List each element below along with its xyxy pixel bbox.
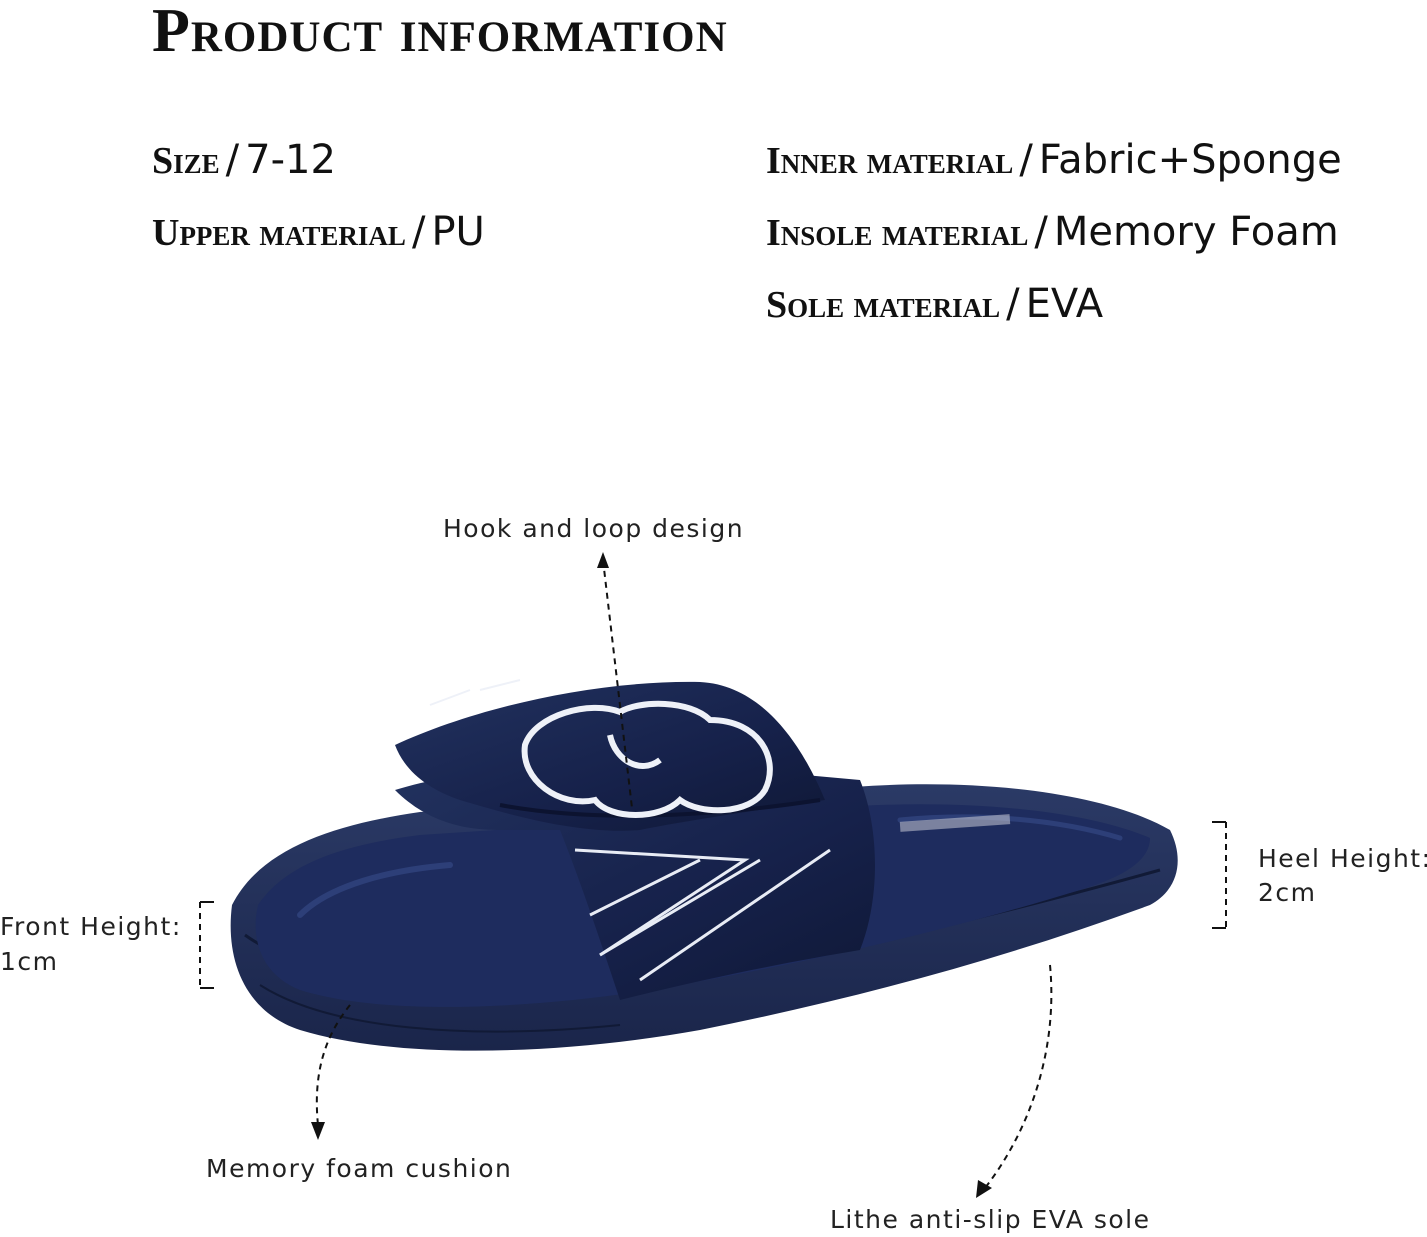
spec-sole-label: Sole material <box>766 284 1001 326</box>
hook-loop-leader <box>597 552 633 809</box>
spec-upper-value: PU <box>431 209 485 255</box>
spec-separator: / <box>1006 281 1020 327</box>
heel-height-bracket <box>1212 821 1227 929</box>
lower-strap <box>395 760 875 1000</box>
spec-insole-value: Memory Foam <box>1053 209 1339 255</box>
spec-inner-value: Fabric+Sponge <box>1038 137 1342 183</box>
front-height-bracket <box>199 901 214 989</box>
insole-logo <box>899 814 1011 832</box>
spec-size-label: Size <box>152 140 220 182</box>
callout-heel-height-label: Heel Height: <box>1258 844 1427 873</box>
spec-separator: / <box>225 137 240 183</box>
sole-leader <box>976 964 1053 1198</box>
callout-front-height-label: Front Height: <box>0 912 182 941</box>
spec-inner-material: Inner material/Fabric+Sponge <box>766 136 1342 185</box>
memory-foam-leader <box>311 1004 351 1140</box>
page-title: Product information <box>152 0 728 65</box>
spec-insole-material: Insole material/Memory Foam <box>766 208 1339 257</box>
spec-inner-label: Inner material <box>766 140 1014 182</box>
spec-upper-label: Upper material <box>152 212 406 254</box>
spec-size-value: 7-12 <box>245 137 336 183</box>
spec-upper-material: Upper material/PU <box>152 208 485 257</box>
hook-and-loop-strap <box>395 679 825 831</box>
spec-sole-value: EVA <box>1025 281 1104 327</box>
callout-memory-foam: Memory foam cushion <box>206 1154 513 1183</box>
spec-size: Size/7-12 <box>152 136 336 185</box>
spec-separator: / <box>1019 137 1033 183</box>
spec-separator: / <box>411 209 426 255</box>
callout-front-height-value: 1cm <box>0 947 59 976</box>
callout-heel-height-value: 2cm <box>1258 878 1317 907</box>
spec-sole-material: Sole material/EVA <box>766 280 1103 329</box>
strap-graphic-icon <box>521 700 773 818</box>
callout-sole: Lithe anti-slip EVA sole <box>830 1205 1151 1234</box>
spec-insole-label: Insole material <box>766 212 1029 254</box>
spec-separator: / <box>1034 209 1048 255</box>
callout-hook-loop: Hook and loop design <box>443 514 745 543</box>
